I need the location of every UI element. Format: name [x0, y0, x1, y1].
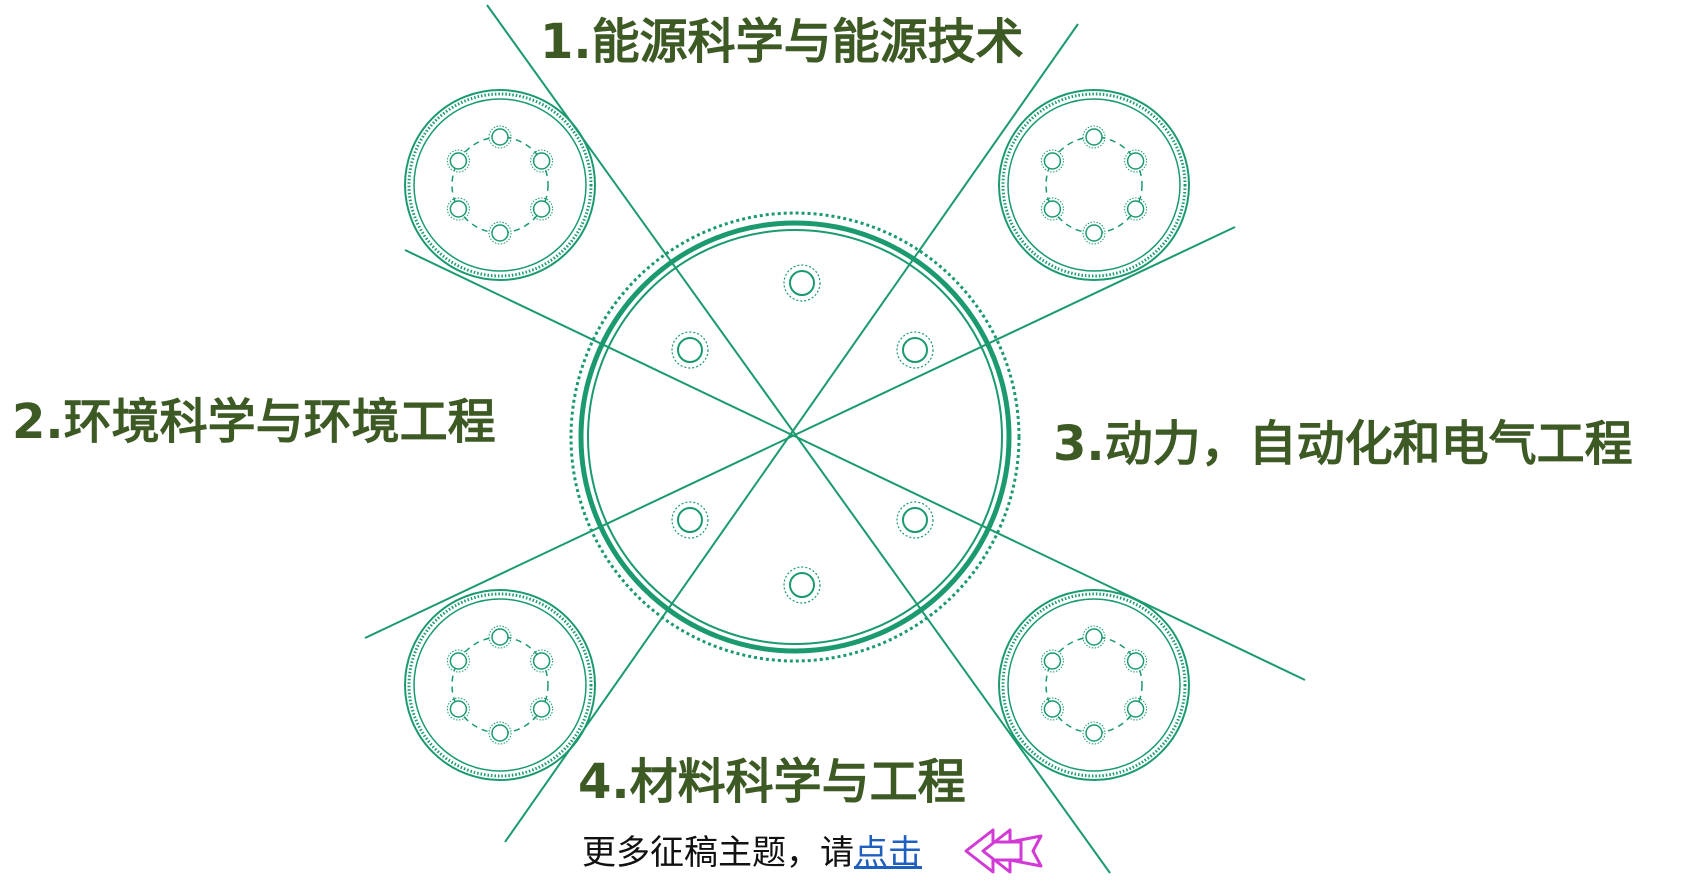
- divider-lines: [364, 4, 1306, 874]
- more-topics-link[interactable]: 点击: [854, 833, 922, 873]
- gear-emblem-top-left: [403, 88, 597, 282]
- topic-environment[interactable]: 2.环境科学与环境工程: [12, 394, 496, 450]
- topic-materials[interactable]: 4.材料科学与工程: [578, 754, 966, 810]
- double-arrow-left-icon[interactable]: [963, 826, 1045, 876]
- divider-line-3: [404, 249, 1306, 681]
- central-node-1: [783, 264, 821, 302]
- more-topics-line: 更多征稿主题，请点击: [582, 836, 922, 870]
- divider-line-4: [364, 226, 1236, 639]
- gear-emblem-top-right: [997, 88, 1191, 282]
- central-node-4: [671, 501, 709, 539]
- topic-power-automation[interactable]: 3.动力，自动化和电气工程: [1053, 416, 1633, 472]
- central-node-2: [671, 331, 709, 369]
- more-topics-text: 更多征稿主题，请: [582, 833, 854, 873]
- topic-energy[interactable]: 1.能源科学与能源技术: [540, 14, 1024, 70]
- central-node-3: [896, 331, 934, 369]
- gear-emblem-bottom-right: [997, 588, 1191, 782]
- gear-emblem-bottom-left: [403, 588, 597, 782]
- divider-line-2: [504, 23, 1079, 843]
- central-node-5: [896, 501, 934, 539]
- central-node-6: [783, 566, 821, 604]
- central-circle: [569, 211, 1021, 663]
